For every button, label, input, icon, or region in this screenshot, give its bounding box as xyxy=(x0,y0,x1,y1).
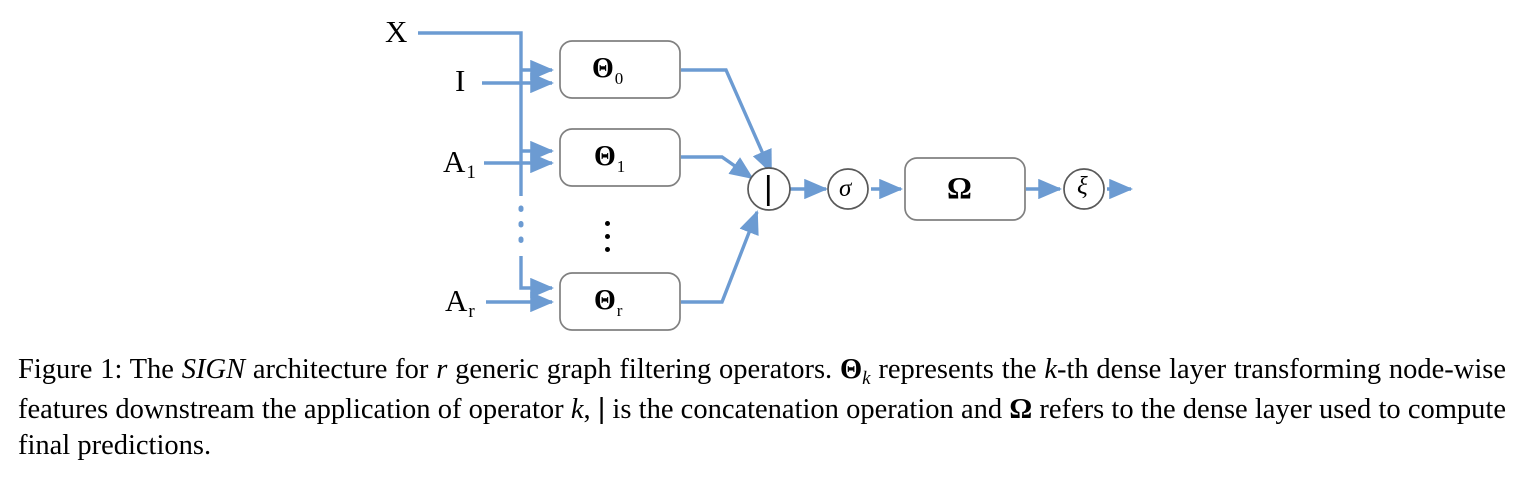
omega-box-label: Ω xyxy=(947,172,972,203)
xi-node-label: ξ xyxy=(1077,174,1088,199)
theta-r-box xyxy=(559,272,681,331)
theta-r-label: Θr xyxy=(594,285,622,320)
concat-node-label: | xyxy=(764,171,773,204)
caption-segment-7: refers to the dense layer used to comput… xyxy=(18,394,1507,461)
edge-x-to-theta-r xyxy=(519,256,555,299)
input-a1-subscript: 1 xyxy=(466,162,476,183)
input-a1-text: A xyxy=(443,144,466,179)
theta-r-symbol: Θ xyxy=(594,285,616,316)
concat-node-circle xyxy=(747,167,791,211)
edge-theta-r-to-concat xyxy=(681,210,759,304)
caption-pipe-symbol: | xyxy=(597,393,606,425)
theta-0-subscript: 0 xyxy=(614,69,624,88)
omega-symbol: Ω xyxy=(947,170,972,205)
caption-segment-6: is the concatenation operation and xyxy=(605,394,1010,425)
input-ar-subscript: r xyxy=(468,301,475,322)
theta-0-box xyxy=(559,40,681,99)
caption-var-k-2: k xyxy=(570,394,584,425)
caption-segment-4: -th dense layer transforming node-wise f… xyxy=(18,354,1506,425)
edge-theta-1-to-concat xyxy=(681,155,754,180)
omega-box xyxy=(904,157,1026,221)
figure-caption: Figure 1: The SIGN architecture for r ge… xyxy=(18,352,1506,464)
caption-theta-subscript: k xyxy=(862,368,871,389)
input-x-text: X xyxy=(385,14,408,49)
caption-theta-symbol: Θ xyxy=(839,354,863,385)
diagram-vector-layer xyxy=(418,31,1134,331)
caption-segment-2: generic graph filtering operators. xyxy=(447,354,840,385)
input-ar-text: A xyxy=(445,283,468,318)
xi-node-circle xyxy=(1063,168,1105,210)
caption-var-r: r xyxy=(436,354,448,385)
caption-sign-name: SIGN xyxy=(181,354,246,385)
xi-symbol: ξ xyxy=(1077,173,1088,200)
theta-boxes-vertical-ellipsis xyxy=(600,221,614,260)
caption-omega-symbol: Ω xyxy=(1009,394,1033,425)
caption-var-k-1: k xyxy=(1044,354,1057,385)
theta-1-symbol: Θ xyxy=(594,141,616,172)
theta-1-box xyxy=(559,128,681,187)
caption-segment-1: architecture for xyxy=(245,354,437,385)
concat-symbol: | xyxy=(764,169,773,206)
sign-architecture-diagram: X I A1 Ar Θ0 Θ1 Θr | σ Ω xyxy=(385,16,1134,331)
caption-prefix: Figure 1: The xyxy=(18,354,182,385)
sigma-node-circle xyxy=(827,168,869,210)
edge-theta-0-to-concat xyxy=(681,68,773,174)
input-label-ar: Ar xyxy=(445,283,475,321)
input-label-a1: A1 xyxy=(443,144,476,182)
theta-r-subscript: r xyxy=(616,301,623,320)
input-i-text: I xyxy=(455,63,466,98)
caption-segment-5: , xyxy=(583,394,598,425)
theta-1-subscript: 1 xyxy=(616,157,626,176)
caption-segment-3: represents the xyxy=(870,354,1045,385)
theta-0-symbol: Θ xyxy=(592,53,614,84)
input-label-i: I xyxy=(455,65,465,96)
theta-1-label: Θ1 xyxy=(594,141,625,176)
sigma-node-label: σ xyxy=(839,176,851,201)
sigma-symbol: σ xyxy=(839,175,852,202)
theta-0-label: Θ0 xyxy=(592,53,623,88)
input-label-x: X xyxy=(385,16,407,47)
edge-x-bus-upper xyxy=(418,31,523,196)
